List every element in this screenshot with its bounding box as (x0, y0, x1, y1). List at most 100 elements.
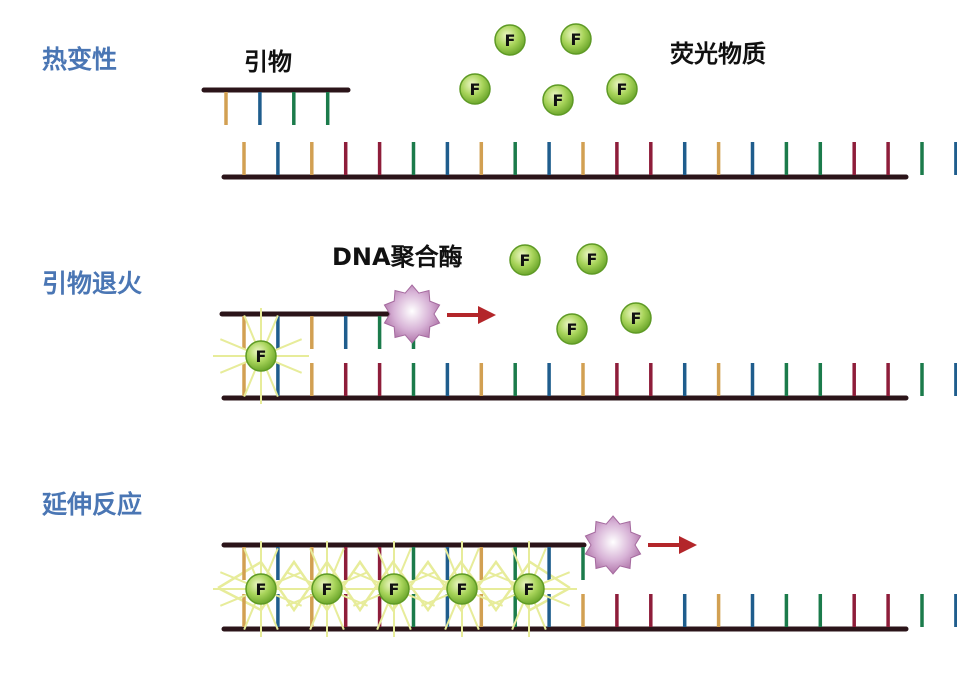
glow-ray (487, 571, 517, 585)
fluorophore-letter: F (256, 580, 267, 599)
fluorophore-letter: F (457, 580, 468, 599)
primer-strand (201, 87, 351, 125)
fluorophore-circle (459, 73, 491, 105)
glow-ray (243, 314, 257, 344)
glow-ray (309, 547, 323, 577)
glow-ray (420, 571, 450, 585)
fluorescent-substance-label: 荧光物质 (670, 40, 766, 68)
glow-ray (466, 547, 480, 577)
glow-burst: F (279, 541, 375, 637)
step-label-annealing: 引物退火 (42, 269, 142, 298)
glow-ray (352, 593, 382, 607)
bound-fluorophores: F (213, 308, 309, 404)
fluorophore-letter: F (631, 309, 642, 328)
fluorophore-circle (513, 573, 545, 605)
fluorophore-circle (446, 573, 478, 605)
fluorophore-letter: F (505, 31, 516, 50)
glow-ray (309, 601, 323, 631)
fluorophore-icon: F (446, 573, 478, 605)
glow-ray (533, 601, 547, 631)
fluorophore-circle (620, 302, 652, 334)
glow-ray (265, 547, 279, 577)
fluorophore-letter: F (389, 580, 400, 599)
glow-ray (331, 601, 345, 631)
fluorophore-icon: F (509, 244, 541, 276)
glow-ray (243, 547, 257, 577)
glow-ray (219, 338, 249, 352)
glow-ray (265, 314, 279, 344)
fluorophore-circle (576, 243, 608, 275)
glow-ray (511, 601, 525, 631)
fluorophore-letter: F (617, 80, 628, 99)
glow-ray (352, 571, 382, 585)
glow-ray (243, 601, 257, 631)
polymerase-icon (383, 284, 441, 344)
glow-ray (406, 571, 436, 585)
step-annealing: 引物退火 DNA聚合酶 F F F F F (42, 243, 957, 404)
glow-ray (265, 601, 279, 631)
glow-ray (444, 601, 458, 631)
fluorophore-letter: F (322, 580, 333, 599)
fluorophore-icon: F (494, 24, 526, 56)
glow-ray (285, 593, 315, 607)
template-strand (221, 363, 957, 401)
glow-ray (339, 593, 369, 607)
fluorophore-icon: F (620, 302, 652, 334)
fluorophore-circle (245, 340, 277, 372)
fluorophore-icon: F (378, 573, 410, 605)
glow-ray (474, 593, 504, 607)
glow-ray (420, 593, 450, 607)
glow-ray (474, 571, 504, 585)
glow-ray (219, 571, 249, 585)
fluorophore-circle (311, 573, 343, 605)
fluorophore-icon: F (311, 573, 343, 605)
fluorophore-letter: F (256, 347, 267, 366)
glow-ray (243, 368, 257, 398)
fluorophore-circle (494, 24, 526, 56)
fluorophore-letter: F (470, 80, 481, 99)
glow-ray (273, 338, 303, 352)
fluorophore-circle (556, 313, 588, 345)
fluorophore-icon: F (606, 73, 638, 105)
fluorophore-letter: F (524, 580, 535, 599)
glow-burst: F (414, 541, 510, 637)
glow-ray (533, 547, 547, 577)
fluorophore-icon: F (513, 573, 545, 605)
fluorophore-letter: F (520, 251, 531, 270)
glow-ray (466, 601, 480, 631)
glow-ray (339, 571, 369, 585)
arrow-right-icon (447, 306, 496, 324)
glow-ray (273, 360, 303, 374)
arrow-head (478, 306, 496, 324)
fluorophore-icon: F (459, 73, 491, 105)
fluorophore-icon: F (560, 23, 592, 55)
fluorophore-circle (606, 73, 638, 105)
glow-ray (541, 571, 571, 585)
glow-burst: F (346, 541, 442, 637)
polymerase-shape (383, 284, 441, 344)
glow-ray (511, 547, 525, 577)
fluorophore-icon: F (576, 243, 608, 275)
glow-ray (398, 547, 412, 577)
fluorophore-circle (509, 244, 541, 276)
glow-ray (273, 571, 303, 585)
fluorophore-circle (378, 573, 410, 605)
polymerase-icon (584, 515, 642, 575)
fluorophore-icon: F (245, 573, 277, 605)
template-strand (221, 142, 957, 180)
fluorophore-icon: F (556, 313, 588, 345)
glow-burst: F (481, 541, 577, 637)
glow-ray (285, 571, 315, 585)
fluorophore-letter: F (571, 30, 582, 49)
free-fluorophores: F F F F (509, 243, 652, 345)
glow-ray (331, 547, 345, 577)
glow-ray (376, 601, 390, 631)
glow-ray (273, 593, 303, 607)
dna-polymerase-label: DNA聚合酶 (332, 243, 463, 271)
glow-ray (265, 368, 279, 398)
polymerase-shape (584, 515, 642, 575)
glow-ray (376, 547, 390, 577)
